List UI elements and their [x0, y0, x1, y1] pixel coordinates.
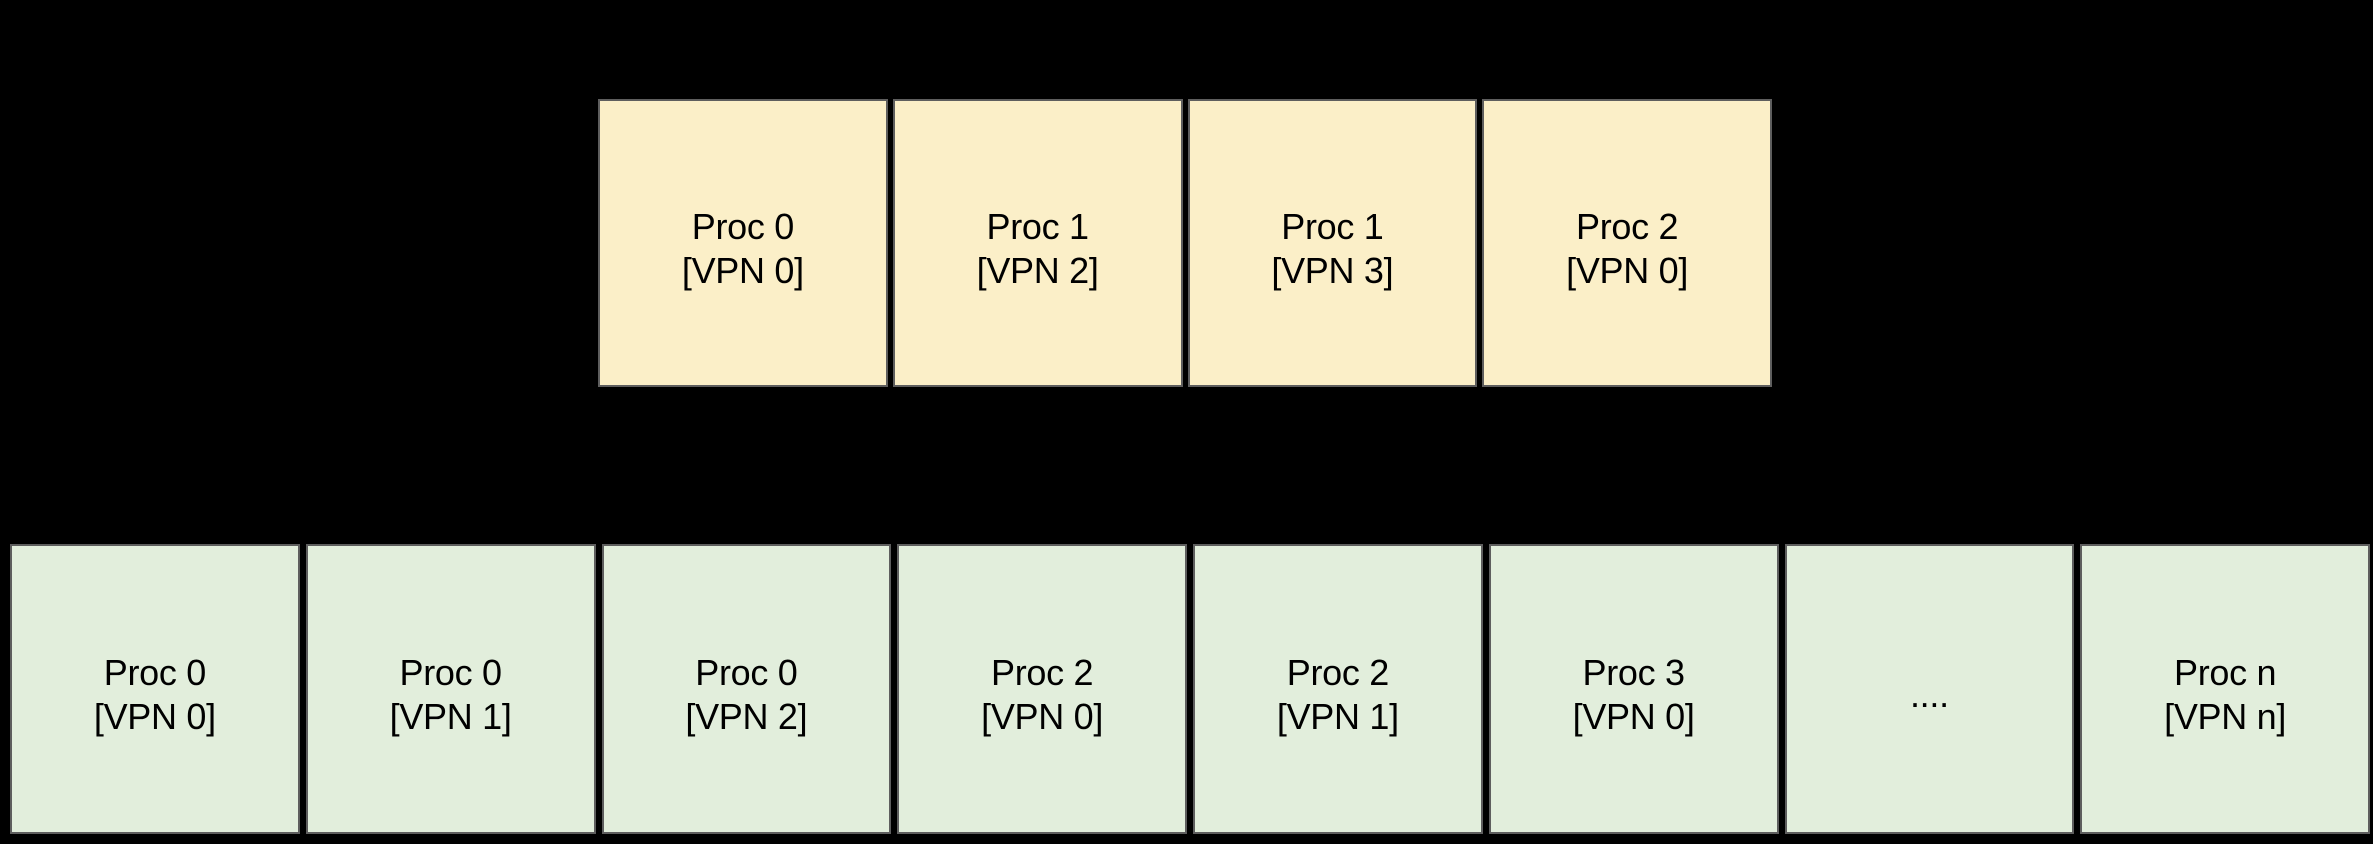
vpn-label-line: [VPN 0] — [93, 696, 216, 737]
box-label: Proc 2 [VPN 1] — [1277, 651, 1399, 739]
ellipsis-label-line: .... — [1909, 674, 1949, 715]
vpn-label-line: [VPN 1] — [1276, 696, 1399, 737]
lower-row-box: Proc 0 [VPN 2] — [601, 544, 892, 834]
lower-row: Proc 0 [VPN 0] Proc 0 [VPN 1] Proc 0 [VP… — [10, 544, 2370, 834]
proc-label-line: Proc 2 — [1575, 206, 1679, 247]
vpn-label-line: [VPN 0] — [981, 696, 1104, 737]
box-label: Proc 1 [VPN 3] — [1271, 205, 1393, 293]
lower-row-box: Proc 0 [VPN 1] — [305, 544, 596, 834]
box-label: Proc 0 [VPN 1] — [390, 651, 512, 739]
upper-row-box: Proc 2 [VPN 0] — [1482, 99, 1772, 387]
box-label: Proc 1 [VPN 2] — [977, 205, 1099, 293]
box-label: Proc n [VPN n] — [2164, 651, 2286, 739]
lower-row-box: Proc 0 [VPN 0] — [10, 544, 300, 834]
proc-label-line: Proc 1 — [1281, 206, 1384, 247]
lower-row-box: Proc 3 [VPN 0] — [1488, 544, 1779, 834]
upper-row-box: Proc 1 [VPN 2] — [892, 99, 1183, 387]
box-label: Proc 2 [VPN 0] — [1566, 205, 1688, 293]
proc-label-line: Proc n — [2173, 652, 2277, 693]
proc-label-line: Proc 0 — [103, 652, 207, 693]
proc-label-line: Proc 0 — [695, 652, 798, 693]
upper-row-box: Proc 1 [VPN 3] — [1187, 99, 1478, 387]
proc-label-line: Proc 3 — [1582, 652, 1685, 693]
upper-row: Proc 0 [VPN 0] Proc 1 [VPN 2] Proc 1 [VP… — [598, 99, 1772, 387]
box-label: .... — [1910, 673, 1949, 717]
lower-row-box: .... — [1784, 544, 2075, 834]
vpn-label-line: [VPN 0] — [681, 250, 804, 291]
box-label: Proc 2 [VPN 0] — [981, 651, 1103, 739]
vpn-label-line: [VPN 3] — [1271, 250, 1394, 291]
vpn-label-line: [VPN 0] — [1566, 250, 1689, 291]
lower-row-box: Proc 2 [VPN 1] — [1193, 544, 1483, 834]
vpn-label-line: [VPN n] — [2164, 696, 2287, 737]
proc-label-line: Proc 2 — [990, 652, 1094, 693]
proc-label-line: Proc 0 — [399, 652, 502, 693]
lower-row-box: Proc 2 [VPN 0] — [897, 544, 1187, 834]
vpn-label-line: [VPN 0] — [1572, 696, 1695, 737]
proc-label-line: Proc 1 — [986, 206, 1089, 247]
lower-row-box: Proc n [VPN n] — [2080, 544, 2370, 834]
vpn-label-line: [VPN 2] — [976, 250, 1099, 291]
upper-row-box: Proc 0 [VPN 0] — [598, 99, 888, 387]
box-label: Proc 0 [VPN 2] — [685, 651, 807, 739]
vpn-label-line: [VPN 2] — [685, 696, 808, 737]
proc-label-line: Proc 2 — [1286, 652, 1390, 693]
box-label: Proc 0 [VPN 0] — [94, 651, 216, 739]
vpn-label-line: [VPN 1] — [389, 696, 512, 737]
proc-label-line: Proc 0 — [691, 206, 795, 247]
box-label: Proc 0 [VPN 0] — [682, 205, 804, 293]
box-label: Proc 3 [VPN 0] — [1573, 651, 1695, 739]
